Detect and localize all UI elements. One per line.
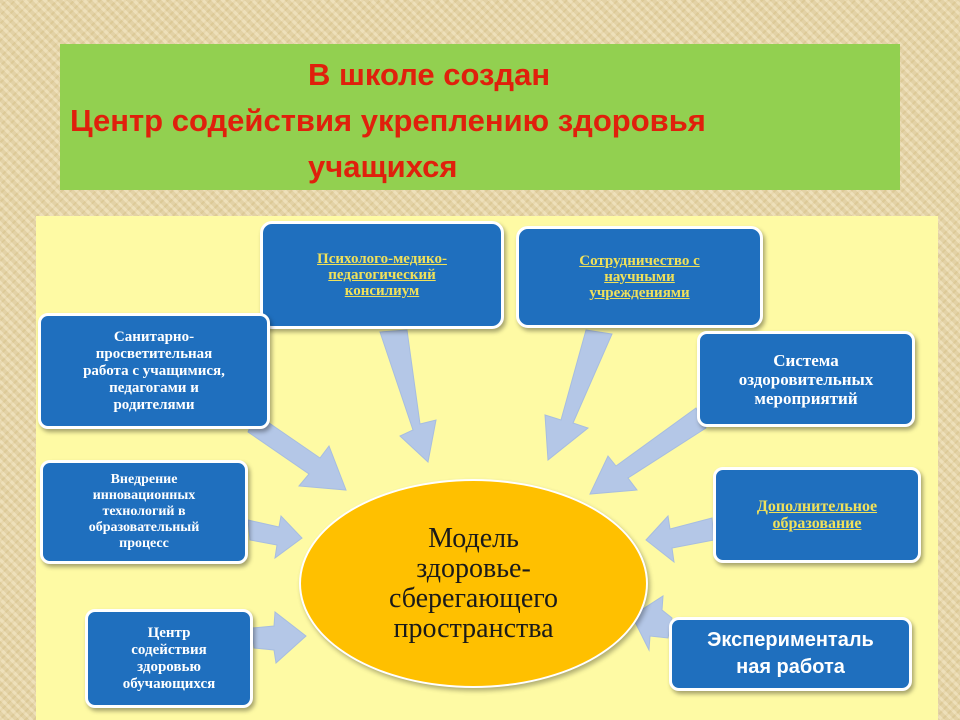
arrow-system [589, 407, 707, 495]
box-science-label: Сотрудничество с научными учреждениями [579, 253, 700, 301]
arrow-extra [645, 514, 715, 564]
box-health-system: Система оздоровительных мероприятий [697, 331, 915, 427]
center-ellipse-label: Модель здоровье- сберегающего пространст… [388, 522, 559, 644]
box-center-label: Центр содействия здоровью обучающихся [122, 624, 216, 692]
box-extra-label: Дополнительное образование [756, 498, 878, 532]
arrow-innov [247, 514, 303, 560]
box-experiment-label: Эксперименталь ная работа [707, 629, 874, 678]
box-innovative-technologies: Внедрение инновационных технологий в обр… [40, 460, 248, 564]
arrow-psych [379, 329, 437, 463]
title-line-2: Центр содействия укреплению здоровья [70, 103, 706, 138]
box-system-label: Система оздоровительных мероприятий [738, 350, 874, 408]
box-health-center: Центр содействия здоровью обучающихся [85, 609, 253, 708]
box-psychological-council: Психолого-медико- педагогический консили… [260, 221, 504, 329]
box-scientific-cooperation: Сотрудничество с научными учреждениями [516, 226, 763, 328]
center-ellipse: Модель здоровье- сберегающего пространст… [299, 479, 648, 688]
arrow-center-health [251, 611, 307, 664]
title-line-1: В школе создан [308, 57, 551, 92]
title-banner: В школе создан Центр содействия укреплен… [60, 44, 900, 190]
arrow-science [544, 329, 613, 461]
box-additional-education: Дополнительное образование [713, 467, 921, 563]
box-innov-label: Внедрение инновационных технологий в обр… [88, 472, 200, 551]
title-line-3: учащихся [308, 149, 458, 184]
arrow-experiment [631, 595, 673, 652]
box-sanitary-education: Санитарно- просветительная работа с учащ… [38, 313, 270, 429]
box-sanitary-label: Санитарно- просветительная работа с учащ… [83, 328, 225, 413]
box-psych-label: Психолого-медико- педагогический консили… [317, 251, 447, 299]
box-experimental-work: Эксперименталь ная работа [669, 617, 912, 691]
